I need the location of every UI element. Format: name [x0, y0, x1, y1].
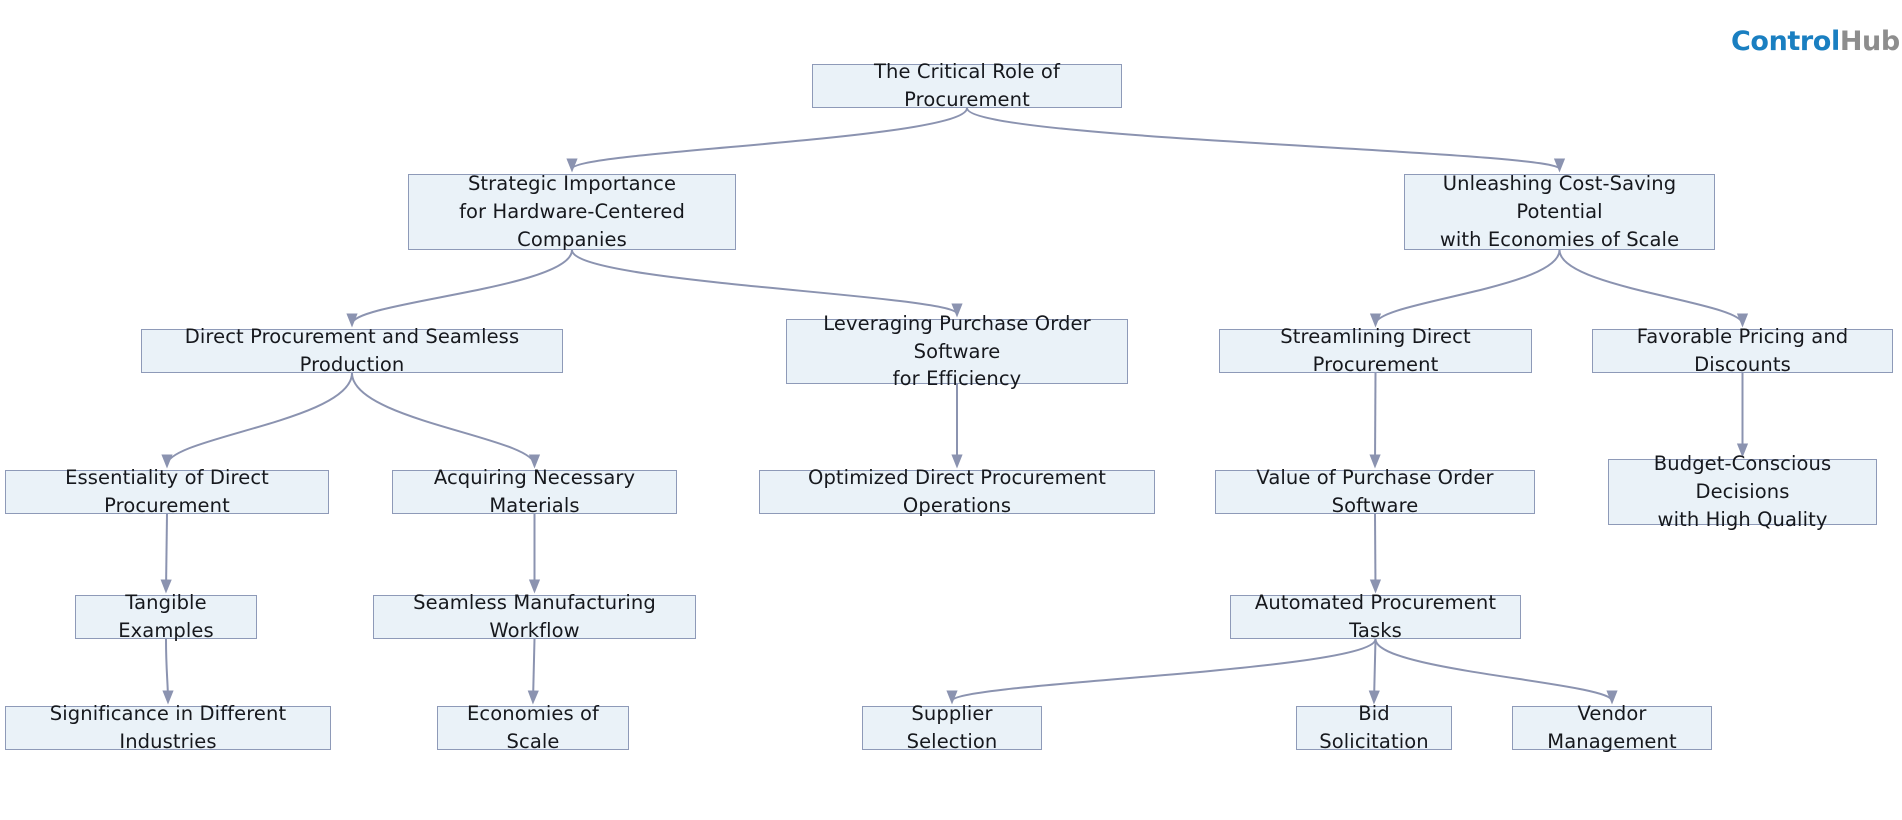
flowchart-node-n3: Unleashing Cost-Saving Potential with Ec… [1404, 172, 1715, 251]
flowchart-node-n15: Automated Procurement Tasks [1230, 591, 1521, 642]
flowchart-edge-n6-n11 [1369, 372, 1381, 469]
flowchart-edge-n3-n7 [1558, 249, 1749, 328]
flowchart-edge-n11-n15 [1369, 513, 1382, 594]
flowchart-edge-n1-n2 [566, 107, 968, 173]
controlhub-logo: ControlHub [1723, 20, 1900, 62]
flowchart-node-n9: Acquiring Necessary Materials [392, 466, 677, 517]
flowchart-node-n7: Favorable Pricing and Discounts [1592, 325, 1893, 376]
flowchart-node-n18: Supplier Selection [862, 702, 1042, 753]
flowchart-edge-n2-n5 [571, 249, 963, 318]
flowchart-node-n17: Economies of Scale [437, 702, 629, 753]
flowchart-node-n4: Direct Procurement and Seamless Producti… [141, 325, 563, 376]
brand-name-primary: Control [1731, 25, 1840, 57]
flowchart-edge-n2-n4 [346, 249, 573, 328]
flowchart-edge-n4-n8 [161, 372, 353, 469]
flowchart-node-n6: Streamlining Direct Procurement [1219, 325, 1532, 376]
flowchart-edge-n8-n13 [160, 513, 172, 594]
flowchart-edge-n4-n9 [351, 372, 541, 469]
flowchart-edge-n15-n18 [946, 638, 1377, 705]
flowchart-node-n1: The Critical Role of Procurement [812, 60, 1122, 111]
flowchart-node-n5: Leveraging Purchase Order Software for E… [786, 312, 1128, 390]
brand-wordmark: ControlHub [1731, 28, 1900, 55]
flowchart-node-n12: Budget-Conscious Decisions with High Qua… [1608, 452, 1877, 531]
flowchart-edge-n13-n16 [162, 638, 174, 705]
flowchart-edge-n14-n17 [527, 638, 539, 705]
flowchart-edge-n15-n20 [1374, 638, 1618, 705]
flowchart-edge-n1-n3 [966, 107, 1565, 173]
flowchart-node-n16: Significance in Different Industries [5, 702, 331, 753]
flowchart-edge-n3-n6 [1369, 249, 1561, 328]
brand-name-secondary: Hub [1839, 25, 1900, 57]
flowchart-node-n8: Essentiality of Direct Procurement [5, 466, 329, 517]
flowchart-edge-n15-n19 [1368, 638, 1380, 705]
flowchart-node-n19: Bid Solicitation [1296, 702, 1452, 753]
flowchart-node-n14: Seamless Manufacturing Workflow [373, 591, 696, 642]
flowchart-node-n11: Value of Purchase Order Software [1215, 466, 1535, 517]
flowchart-node-n20: Vendor Management [1512, 702, 1712, 753]
flowchart-node-n13: Tangible Examples [75, 591, 257, 642]
flowchart-node-n10: Optimized Direct Procurement Operations [759, 466, 1155, 517]
flowchart-node-n2: Strategic Importance for Hardware-Center… [408, 172, 736, 251]
